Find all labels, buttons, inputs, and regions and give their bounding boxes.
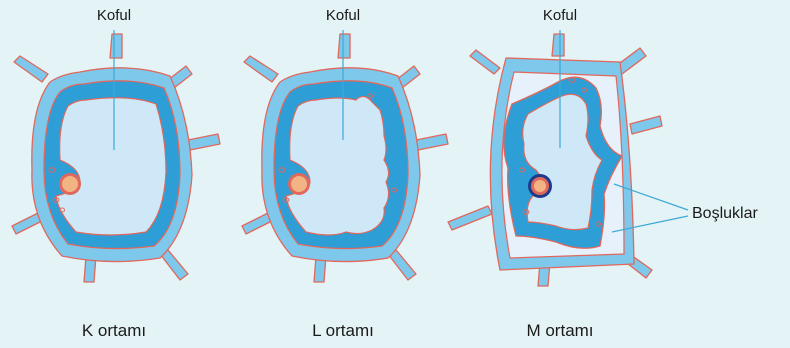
vacuole-label-l: Koful: [326, 7, 360, 24]
medium-label-m: M ortamı: [526, 321, 593, 340]
medium-label-k: K ortamı: [82, 321, 146, 340]
medium-label-l: L ortamı: [312, 321, 374, 340]
gaps-label: Boşluklar: [692, 205, 758, 222]
cell-l: [242, 30, 448, 282]
cell-k: [12, 30, 220, 282]
nucleus-k: [59, 173, 81, 195]
vacuole-label-m: Koful: [543, 7, 577, 24]
cell-m: [448, 30, 688, 286]
nucleus-m: [528, 174, 552, 198]
vacuole-label-k: Koful: [97, 7, 131, 24]
vacuole-l: [286, 96, 389, 235]
vacuole-k: [56, 98, 166, 235]
nucleus-l: [288, 173, 310, 195]
